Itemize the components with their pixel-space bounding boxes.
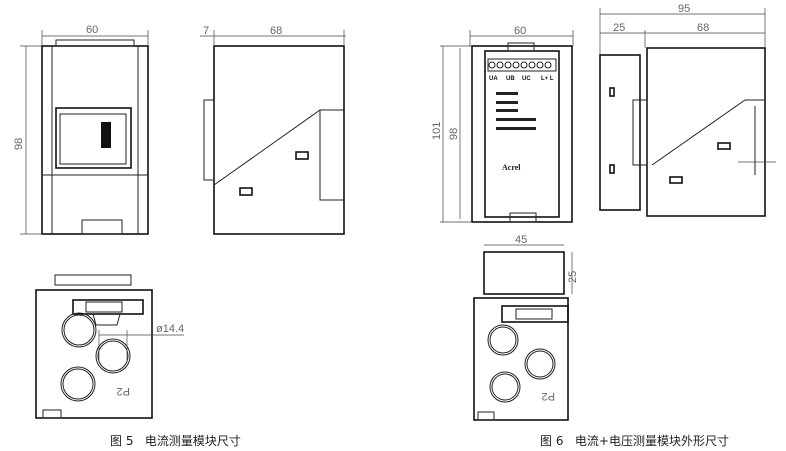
fig5-caption: 图 5 电流测量模块尺寸 [110, 434, 241, 448]
fig5-marking: P2 [117, 385, 130, 397]
fig6-dim-front-depth: 25 [613, 22, 625, 34]
fig5-dim-depth: 68 [270, 25, 282, 37]
fig5-dim-height: 98 [13, 138, 25, 150]
terminal-label-ub: UB [506, 76, 515, 82]
terminal-label-l: L+ L [541, 76, 554, 82]
fig5-dim-front-depth: 7 [203, 25, 209, 37]
fig6-front-view: UA UB UC L+ L Acrel [471, 42, 573, 223]
fig6-side-view: 95 25 68 [599, 3, 776, 217]
fig6-bottom-view: 45 25 P2 [473, 234, 579, 421]
fig6-dim-height: 98 [448, 128, 460, 140]
fig5-side-view: 7 68 [200, 25, 346, 235]
fig6-marking: P2 [542, 390, 555, 402]
fig5-dim-width: 60 [86, 24, 98, 36]
fig5-front-dims: 60 98 [13, 24, 149, 235]
terminal-label-uc: UC [522, 76, 531, 82]
fig6-dim-top-height: 25 [567, 271, 579, 283]
fig6-dim-depth: 68 [697, 22, 709, 34]
fig6-dim-width: 60 [514, 25, 526, 37]
terminal-screws [488, 61, 552, 69]
fig5-front-view [41, 39, 149, 235]
fig6-front-dims: 60 98 101 [431, 25, 574, 223]
fig6-dim-height-total: 101 [431, 122, 443, 140]
fig5-bottom-view: ø14.4 P2 [35, 274, 184, 419]
fig6-caption: 图 6 电流+电压测量模块外形尺寸 [540, 434, 729, 448]
fig6-dim-top-width: 45 [515, 234, 527, 246]
fig6-dim-total-depth: 95 [678, 3, 690, 15]
terminal-label-ua: UA [489, 76, 498, 82]
terminal-description-lines [496, 92, 536, 130]
fig5-dim-hole: ø14.4 [156, 323, 184, 335]
brand-logo: Acrel [502, 163, 521, 172]
